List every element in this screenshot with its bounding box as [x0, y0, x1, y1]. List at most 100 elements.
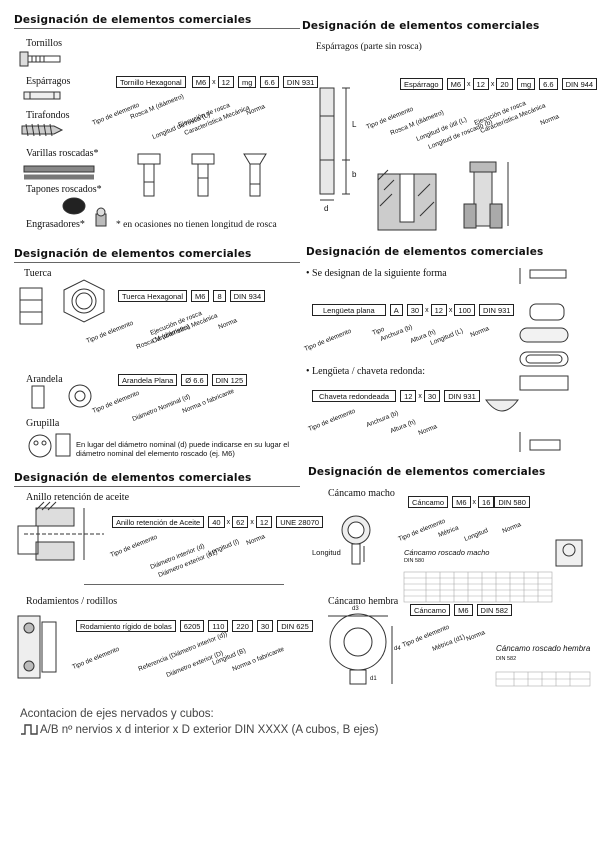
box-tipo: Espárrago — [400, 78, 443, 90]
box-norma: DIN 125 — [211, 374, 248, 386]
box-x: x — [250, 518, 254, 526]
box-tipo: Chaveta redondeada — [312, 390, 397, 402]
designation-anillo: Anillo retención de Aceite 40 x 62 x 12 … — [112, 516, 324, 528]
label-tirafondos: Tirafondos — [26, 110, 70, 121]
box-norma: DIN 944 — [561, 78, 598, 90]
box-norma: DIN 931 — [444, 390, 480, 402]
designation-arandela: Arandela Plana Ø 6.6 DIN 125 — [118, 374, 248, 386]
box-tipo: Rodamiento rígido de bolas — [76, 620, 176, 632]
label-engrasadores: Engrasadores* — [26, 219, 85, 230]
macho-table-title: Cáncamo roscado macho — [404, 548, 490, 557]
panel-title: Designación de elementos comerciales — [306, 246, 544, 258]
box-roscado: 20 — [496, 78, 513, 90]
box-diametro-ext: 220 — [232, 620, 253, 632]
box-norma: DIN 580 — [494, 496, 530, 508]
designation-chaveta: Chaveta redondeada 12 x 30 DIN 931 — [312, 390, 480, 402]
box-caracteristica: 6.6 — [260, 76, 279, 88]
bullet-text: Lengüeta / chaveta redonda: — [312, 366, 426, 377]
box-referencia: 6205 — [179, 620, 205, 632]
box-x: x — [448, 306, 453, 314]
box-longitud: 12 — [472, 78, 489, 90]
box-metrica: M6 — [454, 604, 473, 616]
dim-d3: d3 — [352, 606, 359, 612]
box-l: 12 — [255, 516, 273, 528]
dim-d1: d1 — [370, 676, 377, 682]
designation-esparrago: Espárrago M6 x 12 x 20 mg 6.6 DIN 944 — [400, 78, 598, 90]
designation-lengueta: Lengüeta plana A 30 x 12 x 100 DIN 931 — [312, 304, 515, 316]
box-tipo: Anillo retención de Aceite — [112, 516, 205, 528]
label-hembra: Cáncamo hembra — [328, 596, 399, 607]
box-tipo: Cáncamo — [408, 496, 449, 508]
label-rodamientos: Rodamientos / rodillos — [26, 596, 118, 607]
label-anillo: Anillo retención de aceite — [26, 492, 130, 503]
box-rosca: M6 — [191, 76, 211, 88]
designation-tornillo: Tornillo Hexagonal M6 x 12 mg 6.6 DIN 93… — [116, 76, 319, 88]
label-tornillos: Tornillos — [26, 38, 62, 49]
panel-title: Designación de elementos comerciales — [308, 466, 546, 478]
box-norma: UNE 28070 — [276, 516, 324, 528]
box-tipo: Cáncamo — [410, 604, 451, 616]
designation-macho: Cáncamo M6 x 16 DIN 580 — [408, 496, 530, 508]
box-forma: A — [389, 304, 403, 316]
box-d1: 62 — [232, 516, 249, 528]
box-x: x — [418, 392, 422, 400]
box-x: x — [425, 306, 429, 314]
label-varillas: Varillas roscadas* — [26, 148, 99, 159]
panel-tornillos: Designación de elementos comerciales Tor… — [14, 14, 319, 236]
box-norma: DIN 931 — [282, 76, 319, 88]
dim-d: d — [324, 204, 329, 213]
box-metrica: M6 — [452, 496, 471, 508]
divider — [14, 486, 300, 487]
box-norma: DIN 625 — [277, 620, 313, 632]
dim-b: b — [352, 170, 357, 179]
label-esparragos: Espárragos — [26, 76, 71, 87]
footer-line-2: A/B nº nervios x d interior x D exterior… — [20, 724, 378, 736]
divider — [14, 28, 300, 29]
box-longitud: 100 — [454, 304, 475, 316]
box-anchura: 12 — [400, 390, 417, 402]
esparrago-drawing — [319, 87, 509, 231]
panel-esparragos: Designación de elementos comerciales Esp… — [302, 20, 598, 238]
panel-title: Designación de elementos comerciales — [302, 20, 540, 32]
box-norma: DIN 582 — [476, 604, 513, 616]
lengueta-drawings — [485, 268, 569, 452]
box-rosca: M6 — [446, 78, 466, 90]
box-x: x — [467, 80, 471, 88]
label-macho: Cáncamo macho — [328, 488, 395, 499]
box-ejecucion: mg — [516, 78, 536, 90]
panel-anillos: Designación de elementos comerciales Ani… — [14, 472, 324, 694]
tuerca-drawing — [19, 279, 105, 458]
footer-line-1: Acontacion de ejes nervados y cubos: — [20, 708, 214, 720]
divider — [84, 584, 284, 585]
box-x: x — [490, 80, 495, 88]
box-x: x — [472, 498, 477, 506]
panel-title: Designación de elementos comerciales — [14, 14, 252, 26]
box-norma: DIN 931 — [478, 304, 515, 316]
box-d: 40 — [208, 516, 225, 528]
box-tipo: Arandela Plana — [118, 374, 178, 386]
box-norma: DIN 934 — [229, 290, 266, 302]
note-rosca: * en ocasiones no tienen longitud de ros… — [116, 220, 277, 230]
label-arandela: Arandela — [26, 374, 63, 385]
bullet-text: Se designan de la siguiente forma — [312, 268, 447, 279]
box-caracteristica: 8 — [213, 290, 226, 302]
box-x: x — [226, 518, 231, 526]
box-diametro: Ø 6.6 — [181, 374, 208, 386]
box-caracteristica: 6.6 — [539, 78, 558, 90]
macho-table-sub: DIN 580 — [404, 558, 425, 564]
hembra-table-sub: DIN 582 — [496, 656, 517, 662]
label-tapones: Tapones roscados* — [26, 184, 102, 195]
dim-d4: d4 — [394, 646, 401, 652]
footer-formula: A/B nº nervios x d interior x D exterior… — [40, 724, 379, 737]
fastener-illustrations — [19, 51, 267, 227]
panel-title: Designación de elementos comerciales — [14, 248, 252, 260]
panel-cancamos: Designación de elementos comerciales Cán… — [308, 466, 592, 692]
bullet-redonda: • Lengüeta / chaveta redonda: — [306, 366, 426, 377]
box-tipo: Tuerca Hexagonal — [118, 290, 188, 302]
cancamo-drawings — [328, 515, 591, 687]
designation-hembra: Cáncamo M6 DIN 582 — [410, 604, 513, 616]
box-tipo: Tornillo Hexagonal — [116, 76, 186, 88]
panel-tuercas: Designación de elementos comerciales Tue… — [14, 248, 300, 470]
box-tipo: Lengüeta plana — [312, 304, 386, 316]
designation-tuerca: Tuerca Hexagonal M6 8 DIN 934 — [118, 290, 266, 302]
